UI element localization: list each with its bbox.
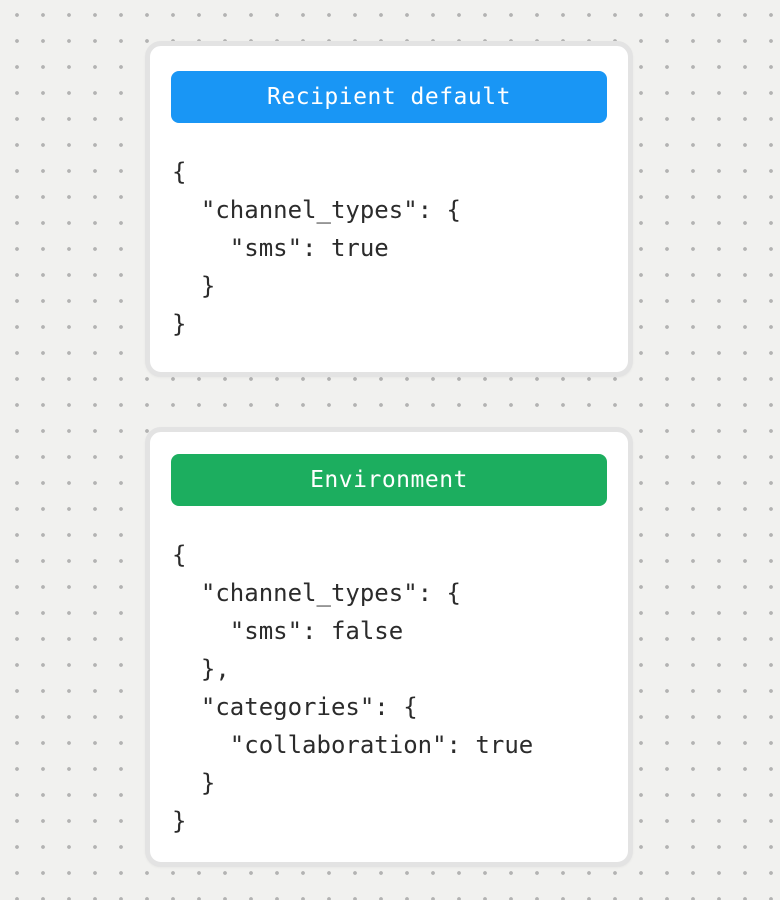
- code-line: }: [172, 807, 187, 835]
- code-line: }: [172, 310, 187, 338]
- code-line: }: [172, 769, 216, 797]
- code-line: "channel_types": {: [172, 196, 461, 224]
- code-line: "collaboration": true: [172, 731, 534, 759]
- recipient-default-json-code: { "channel_types": { "sms": true } }: [172, 153, 618, 343]
- recipient-default-card: Recipient default { "channel_types": { "…: [145, 41, 633, 377]
- code-line: "sms": false: [172, 617, 404, 645]
- code-line: }: [172, 272, 216, 300]
- environment-json-code: { "channel_types": { "sms": false }, "ca…: [172, 536, 618, 840]
- environment-badge-label: Environment: [310, 467, 468, 493]
- environment-badge: Environment: [171, 454, 607, 506]
- recipient-default-badge-label: Recipient default: [267, 84, 511, 110]
- recipient-default-badge: Recipient default: [171, 71, 607, 123]
- code-line: "channel_types": {: [172, 579, 461, 607]
- environment-card: Environment { "channel_types": { "sms": …: [145, 427, 633, 867]
- code-line: },: [172, 655, 230, 683]
- code-line: "categories": {: [172, 693, 418, 721]
- code-line: {: [172, 541, 187, 569]
- code-line: "sms": true: [172, 234, 389, 262]
- code-line: {: [172, 158, 187, 186]
